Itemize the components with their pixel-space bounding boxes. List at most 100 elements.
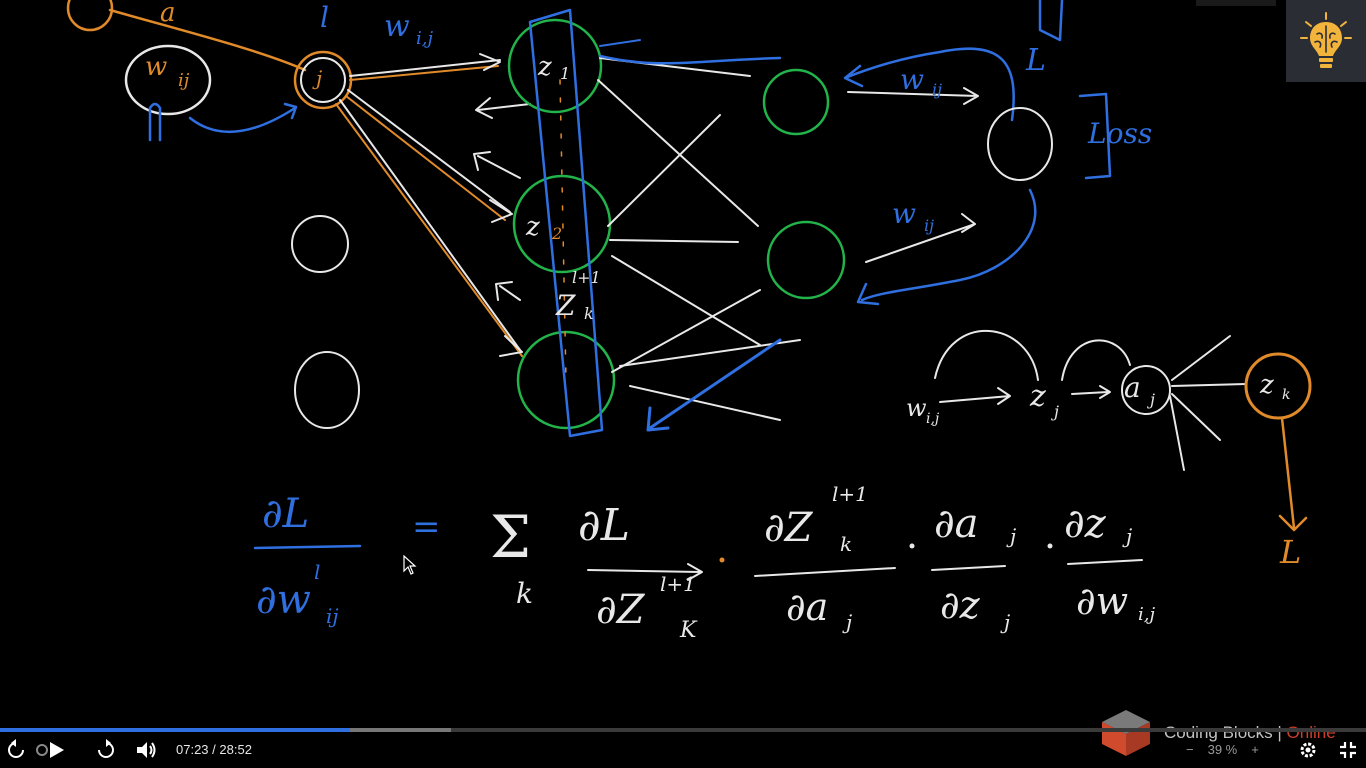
label-wij-node: w [145,52,168,82]
eq-term4-num: ∂z [1064,501,1106,547]
time-separator: / [208,742,220,757]
eq-term2-den: ∂a [786,585,829,629]
seek-bar-played [0,728,350,732]
eq-sigma-index: k [516,577,533,610]
label-wij-node-sub: ij [178,70,190,91]
label-chain-zj: z [1030,379,1046,414]
neuron-zk [516,330,616,430]
label-zk: Z [556,289,576,322]
volume-button[interactable] [134,738,158,762]
zoom-level: 39 % [1207,742,1238,757]
play-icon [50,742,64,758]
orange-node-topleft [66,0,114,32]
zoom-in-button[interactable]: + [1251,742,1259,757]
label-L-top: L [1026,43,1046,78]
neuron-out-1 [762,68,830,136]
settings-button[interactable] [1296,738,1320,762]
label-chain-zj-sub: j [1054,402,1059,421]
wij-node [124,44,212,116]
label-z1: z [538,52,552,82]
overlay-strip [1196,0,1276,6]
brand-name-main: Coding Blocks [1164,723,1273,742]
label-z2: z [526,212,540,242]
eq-sigma: Σ [490,503,532,571]
zoom-out-button[interactable]: − [1186,742,1194,757]
label-z2-sub: 2 [552,224,563,243]
eq-term4-den-sub: i,j [1138,604,1156,625]
brain-bulb-icon [1300,12,1352,68]
duration: 28:52 [219,742,252,757]
eq-term4-den: ∂w [1076,579,1129,623]
brand-separator: | [1272,723,1287,742]
neuron-j-inner [300,57,346,103]
forward-10-icon [98,739,114,758]
label-a-top: a [160,0,176,28]
label-chain-zk-sub: k [1282,387,1291,403]
gear-icon [1300,742,1316,758]
neuron-j-outer [293,50,353,110]
eq-term1-den-sup: l+1 [660,572,696,596]
eq-term4-num-sub: j [1126,524,1133,548]
label-zk-sub: k [584,304,594,323]
loop-button[interactable] [30,738,54,762]
label-weight-top-sub: i,j [416,28,434,49]
eq-term2-num: ∂Z [764,505,813,551]
neuron-out-2 [766,220,846,300]
label-chain-L: L [1280,533,1302,571]
eq-term1-den: ∂Z [596,587,645,633]
label-chain-aj: a [1124,371,1141,404]
neuron-z1 [507,18,603,114]
label-layer-l: l [320,1,329,34]
brand-suffix: Online [1286,723,1336,742]
eq-term2-num-sub: k [840,532,853,556]
eq-term3-den: ∂z [940,583,980,627]
label-weight-top: w [384,9,410,44]
neuron-left-2 [291,215,349,273]
exit-fullscreen-button[interactable] [1336,738,1360,762]
eq-term3-den-sub: j [1004,610,1011,634]
eq-term3-num: ∂a [934,501,979,547]
label-loss: Loss [1088,117,1153,150]
loop-icon [36,744,48,756]
brand-name: Coding Blocks | Online [1164,723,1336,743]
label-neuron-j: j [316,66,323,90]
eq-term2-den-sub: j [846,610,853,634]
current-time: 07:23 [176,742,209,757]
eq-term3-num-sub: j [1010,524,1017,548]
play-button[interactable] [44,738,68,762]
label-zk-sup: l+1 [572,268,601,287]
label-w-right-bottom: w [892,197,916,230]
label-z1-sub: 1 [560,64,571,83]
loss-node [987,107,1053,181]
label-w-right-bottom-sub: ij [924,216,935,235]
eq-denominator-sup: l [314,560,321,584]
label-w-right-top-sub: ij [932,80,943,99]
eq-term1-den-sub: K [680,618,697,643]
label-chain-wij: w [906,394,927,422]
brand-badge [1286,0,1366,82]
mouse-cursor-icon [403,555,417,575]
eq-numerator: ∂L [262,491,310,537]
zoom-controls: − 39 % + [1186,742,1259,757]
label-chain-zk: z [1260,370,1274,400]
time-display: 07:23 / 28:52 [176,742,252,757]
eq-term2-num-sup: l+1 [832,482,868,506]
label-chain-wij-sub: i,j [926,411,940,427]
label-w-right-top: w [900,63,924,96]
eq-term1-num: ∂L [578,500,630,551]
volume-icon [137,742,156,758]
replay-10-button[interactable] [4,738,28,762]
neuron-left-3 [294,351,360,429]
eq-denominator-sub: ij [326,604,339,628]
replay-10-icon [8,739,24,758]
chain-aj-node [1121,365,1171,415]
eq-equals: = [412,507,441,547]
seek-bar[interactable] [0,728,1366,732]
eq-denominator: ∂w [256,577,311,623]
forward-10-button[interactable] [94,738,118,762]
player-controls: 07:23 / 28:52 − 39 % + [0,728,1366,768]
exit-fullscreen-icon [1340,742,1356,758]
label-chain-aj-sub: j [1150,390,1155,409]
